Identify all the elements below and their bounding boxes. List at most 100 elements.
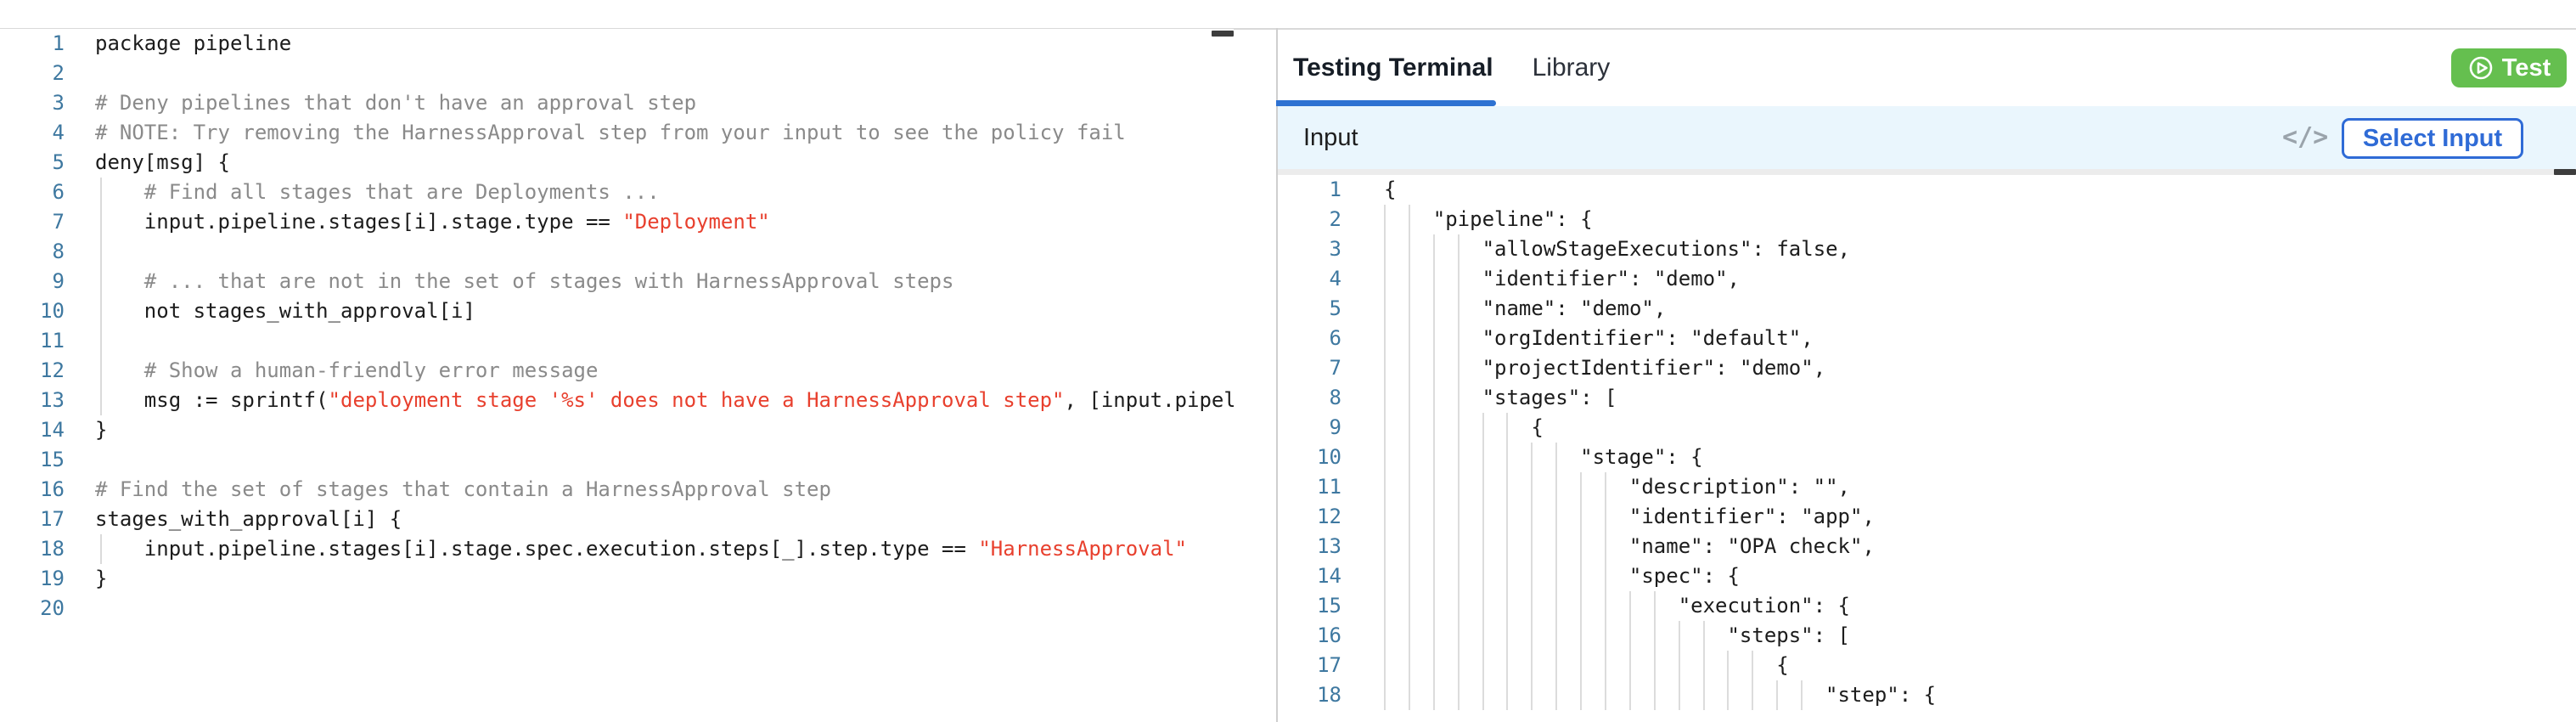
indent-guide bbox=[100, 386, 102, 415]
test-button[interactable]: Test bbox=[2451, 48, 2567, 87]
indent-guide bbox=[1432, 651, 1458, 680]
indent-guide bbox=[1482, 561, 1507, 591]
indent-guide bbox=[1384, 561, 1409, 591]
collapse-json-editor-handle[interactable] bbox=[2554, 169, 2576, 175]
line-number: 1 bbox=[1329, 178, 1341, 201]
json-text: "name": "OPA check", bbox=[1384, 532, 1875, 561]
line-number: 2 bbox=[52, 61, 65, 85]
json-line: 3"allowStageExecutions": false, bbox=[1278, 234, 2576, 264]
indent-guide bbox=[1408, 532, 1433, 561]
line-number: 5 bbox=[1329, 296, 1341, 320]
line-number: 4 bbox=[1329, 267, 1341, 290]
indent-guide bbox=[1408, 413, 1433, 443]
indent-guide bbox=[1432, 413, 1458, 443]
indent-guide bbox=[1653, 651, 1679, 680]
code-text: msg := sprintf("deployment stage '%s' do… bbox=[95, 388, 1234, 412]
indent-guide bbox=[1531, 591, 1555, 621]
line-number: 10 bbox=[40, 299, 65, 323]
input-bar: Input </> Select Input bbox=[1278, 106, 2576, 169]
indent-guide bbox=[1531, 651, 1555, 680]
line-number: 14 bbox=[40, 418, 65, 442]
code-line: 6 # Find all stages that are Deployments… bbox=[0, 178, 1234, 207]
json-text: "step": { bbox=[1384, 680, 1936, 710]
indent-guide bbox=[1555, 472, 1580, 502]
indent-guide bbox=[1727, 651, 1752, 680]
json-text: "allowStageExecutions": false, bbox=[1384, 234, 1850, 264]
indent-guide bbox=[1384, 294, 1409, 324]
indent-guide bbox=[1531, 472, 1555, 502]
json-line: 5"name": "demo", bbox=[1278, 294, 2576, 324]
indent-guide bbox=[1605, 621, 1629, 651]
testing-tabbar: Testing Terminal Library bbox=[1278, 30, 2576, 106]
indent-guide bbox=[1580, 532, 1605, 561]
indent-guide bbox=[1457, 651, 1482, 680]
indent-guide bbox=[1678, 621, 1703, 651]
indent-guide bbox=[1457, 294, 1482, 324]
indent-guide bbox=[1580, 680, 1605, 710]
indent-guide bbox=[100, 326, 102, 356]
indent-guide bbox=[100, 267, 102, 296]
code-line: 20 bbox=[0, 594, 1234, 623]
code-line: 8 bbox=[0, 237, 1234, 267]
indent-guide bbox=[1384, 621, 1409, 651]
collapse-policy-editor-handle[interactable] bbox=[1212, 31, 1234, 37]
indent-guide bbox=[1531, 502, 1555, 532]
indent-guide bbox=[1653, 621, 1679, 651]
indent-guide bbox=[1727, 680, 1752, 710]
line-number: 6 bbox=[52, 180, 65, 204]
indent-guide bbox=[1580, 621, 1605, 651]
indent-guide bbox=[1432, 561, 1458, 591]
indent-guide bbox=[1580, 472, 1605, 502]
code-text: deny[msg] { bbox=[95, 150, 230, 174]
indent-guide bbox=[100, 237, 102, 267]
line-number: 7 bbox=[52, 210, 65, 234]
code-line: 2 bbox=[0, 59, 1234, 88]
code-view-icon[interactable]: </> bbox=[2282, 122, 2329, 152]
indent-guide bbox=[1457, 472, 1482, 502]
tab-testing-terminal[interactable]: Testing Terminal bbox=[1293, 54, 1493, 82]
indent-guide bbox=[1384, 443, 1409, 472]
indent-guide bbox=[1457, 324, 1482, 353]
line-number: 16 bbox=[1317, 623, 1341, 647]
indent-guide bbox=[100, 356, 102, 386]
indent-guide bbox=[1432, 324, 1458, 353]
code-text: # Show a human-friendly error message bbox=[95, 358, 599, 382]
indent-guide bbox=[1408, 353, 1433, 383]
indent-guide bbox=[1580, 502, 1605, 532]
panel-divider[interactable] bbox=[1276, 28, 1278, 722]
indent-guide bbox=[1605, 472, 1629, 502]
select-input-button[interactable]: Select Input bbox=[2342, 118, 2523, 159]
json-line: 10 "stage": { bbox=[1278, 443, 2576, 472]
line-number: 9 bbox=[1329, 415, 1341, 439]
json-line: 15"execution": { bbox=[1278, 591, 2576, 621]
indent-guide bbox=[1506, 472, 1531, 502]
indent-guide bbox=[1384, 651, 1409, 680]
code-text: input.pipeline.stages[i].stage.type == "… bbox=[95, 210, 770, 234]
indent-guide bbox=[1432, 591, 1458, 621]
json-text: "stage": { bbox=[1384, 443, 1703, 472]
indent-guide bbox=[100, 296, 102, 326]
tab-library[interactable]: Library bbox=[1532, 54, 1611, 82]
indent-guide bbox=[1432, 532, 1458, 561]
indent-guide bbox=[1628, 591, 1654, 621]
code-text: not stages_with_approval[i] bbox=[95, 299, 475, 323]
json-text: "spec": { bbox=[1384, 561, 1740, 591]
line-number: 12 bbox=[1317, 505, 1341, 528]
line-number: 10 bbox=[1317, 445, 1341, 469]
json-text: "orgIdentifier": "default", bbox=[1384, 324, 1814, 353]
indent-guide bbox=[1531, 680, 1555, 710]
input-json-editor[interactable]: 1{2"pipeline": {3"allowStageExecutions":… bbox=[1278, 175, 2576, 722]
code-line: 9 # ... that are not in the set of stage… bbox=[0, 267, 1234, 296]
indent-guide bbox=[1384, 502, 1409, 532]
indent-guide bbox=[1605, 591, 1629, 621]
indent-guide bbox=[1457, 502, 1482, 532]
indent-guide bbox=[1628, 651, 1654, 680]
indent-guide bbox=[1605, 651, 1629, 680]
json-line: 6"orgIdentifier": "default", bbox=[1278, 324, 2576, 353]
indent-guide bbox=[1605, 561, 1629, 591]
indent-guide bbox=[1482, 591, 1507, 621]
indent-guide bbox=[1482, 443, 1507, 472]
